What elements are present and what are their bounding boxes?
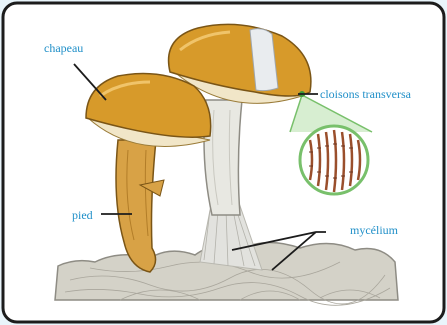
- label-cloisons-transversales: cloisons transversa: [320, 88, 411, 100]
- label-mycelium: mycélium: [350, 224, 398, 236]
- label-chapeau: chapeau: [44, 42, 83, 54]
- label-pied: pied: [72, 209, 93, 221]
